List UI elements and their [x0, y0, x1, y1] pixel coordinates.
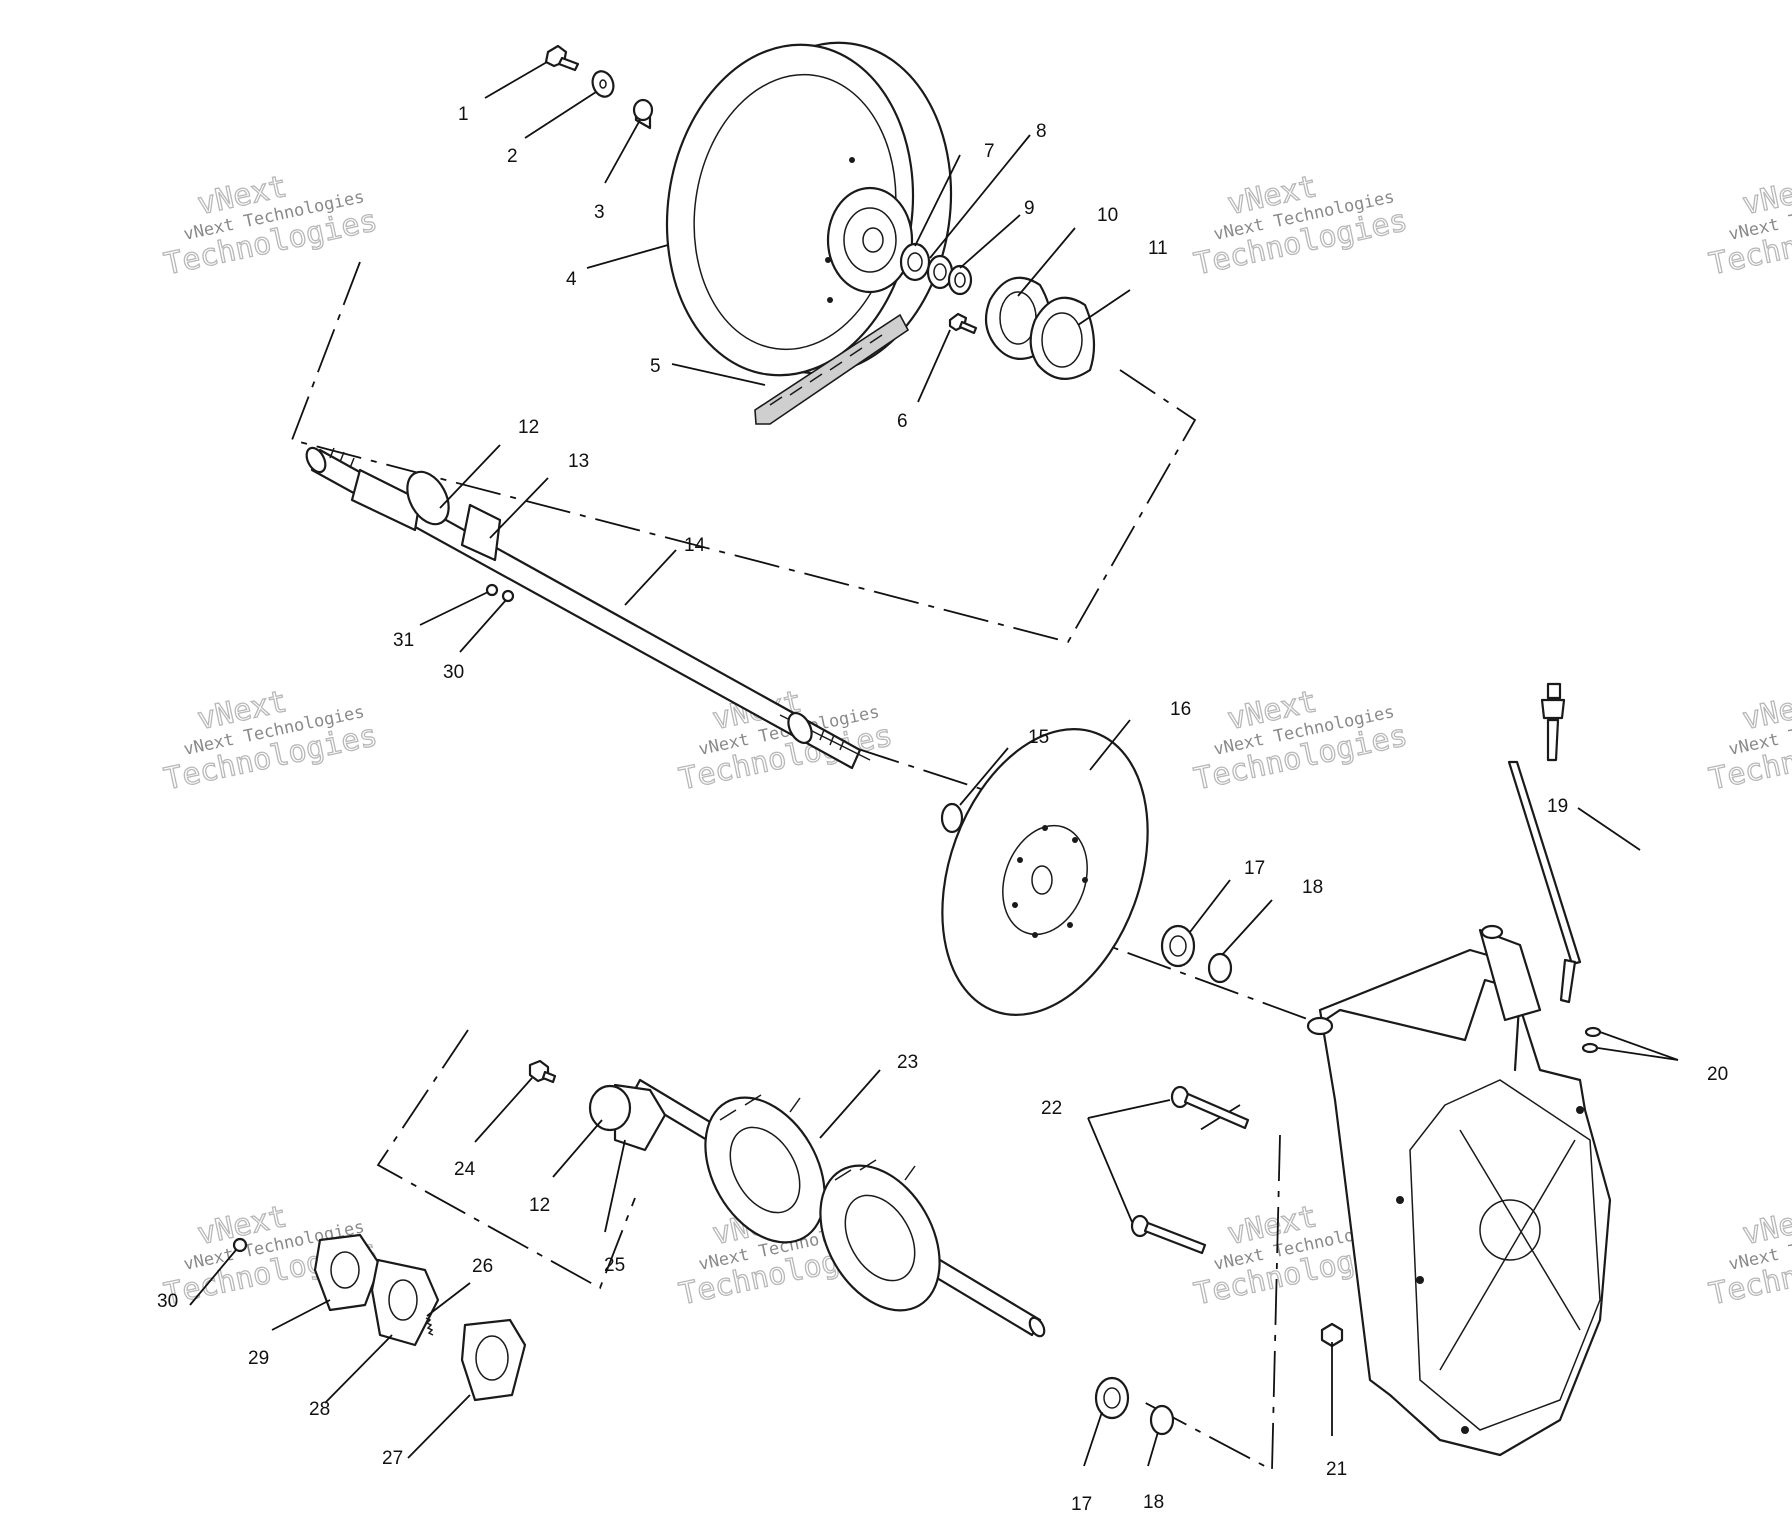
part-3-spacer: [632, 98, 654, 130]
part-23-drive-sprocket-shaft: [630, 1078, 1046, 1338]
part-29-flange: [313, 1233, 382, 1312]
callout-17-upper: 17: [1244, 858, 1265, 879]
callout-13: 13: [568, 451, 589, 472]
part-5-brake-pad: [754, 313, 910, 425]
callout-14: 14: [684, 535, 706, 556]
part-21-nut: [1320, 1322, 1344, 1348]
callout-1: 1: [458, 104, 469, 125]
callout-17-lower: 17: [1071, 1494, 1092, 1515]
part-15-snap-ring: [940, 802, 964, 834]
callout-19: 19: [1547, 796, 1568, 817]
part-17-bearing-lower: [1094, 1376, 1130, 1420]
part-18-o-ring-lower: [1149, 1404, 1175, 1436]
callout-31: 31: [393, 630, 414, 651]
callout-10: 10: [1097, 205, 1118, 226]
callout-21: 21: [1326, 1459, 1347, 1480]
part-6-bolt: [948, 312, 978, 335]
part-2-washer: [591, 70, 615, 98]
callout-30-upper: 30: [443, 662, 464, 683]
part-19-cable: [1507, 682, 1582, 1004]
callout-labels: 1 2 3 4 5 6 7 8 9 10 11 12 13 14 15 16 1…: [157, 104, 1728, 1515]
callout-20: 20: [1707, 1064, 1728, 1085]
chaincase-housing: [1306, 924, 1612, 1457]
part-16-brake-disc: [941, 728, 1149, 1016]
callout-8: 8: [1036, 121, 1047, 142]
part-30-nut-lower: [232, 1237, 248, 1253]
callout-26: 26: [472, 1256, 493, 1277]
part-4-sprocket-pulley: [665, 41, 953, 377]
part-22-bolt-upper: [1170, 1085, 1250, 1130]
callout-7: 7: [984, 141, 995, 162]
callout-12-upper: 12: [518, 417, 539, 438]
callout-12-lower: 12: [529, 1195, 550, 1216]
part-26-spring: [425, 1317, 434, 1336]
callout-18-lower: 18: [1143, 1492, 1164, 1513]
callout-2: 2: [507, 146, 518, 167]
part-18-o-ring-upper: [1207, 952, 1233, 984]
callout-27: 27: [382, 1448, 403, 1469]
callout-29: 29: [248, 1348, 269, 1369]
callout-5: 5: [650, 356, 661, 377]
part-25-bearing-housing: [588, 1083, 667, 1152]
callout-15: 15: [1028, 727, 1049, 748]
callout-30-lower-left: 30: [157, 1291, 178, 1312]
part-7-bearing: [899, 242, 931, 282]
part-11-flange: [1029, 296, 1096, 380]
callout-24: 24: [454, 1159, 476, 1180]
part-17-bearing-upper: [1160, 924, 1196, 968]
part-22-bolt-lower: [1130, 1214, 1207, 1255]
part-30-nut: [501, 589, 515, 603]
part-31-nut: [485, 583, 499, 597]
callout-9: 9: [1024, 198, 1035, 219]
part-20-o-rings: [1581, 1026, 1602, 1054]
part-27-flange: [460, 1318, 527, 1402]
callout-6: 6: [897, 411, 908, 432]
callout-4: 4: [566, 269, 577, 290]
callout-25: 25: [604, 1255, 625, 1276]
callout-28: 28: [309, 1399, 330, 1420]
part-9-washer: [947, 264, 973, 296]
callout-23: 23: [897, 1052, 918, 1073]
callout-3: 3: [594, 202, 605, 223]
part-14-driveshaft: [305, 446, 871, 770]
part-1-bolt: [544, 44, 580, 72]
callout-16: 16: [1170, 699, 1191, 720]
leader-lines: [189, 61, 1679, 1467]
callout-22: 22: [1041, 1098, 1062, 1119]
part-24-bolt: [528, 1059, 557, 1084]
callout-18-upper: 18: [1302, 877, 1323, 898]
callout-11: 11: [1148, 238, 1168, 259]
part-28-gasket: [370, 1258, 440, 1347]
assembly-lines: [290, 261, 1311, 1472]
